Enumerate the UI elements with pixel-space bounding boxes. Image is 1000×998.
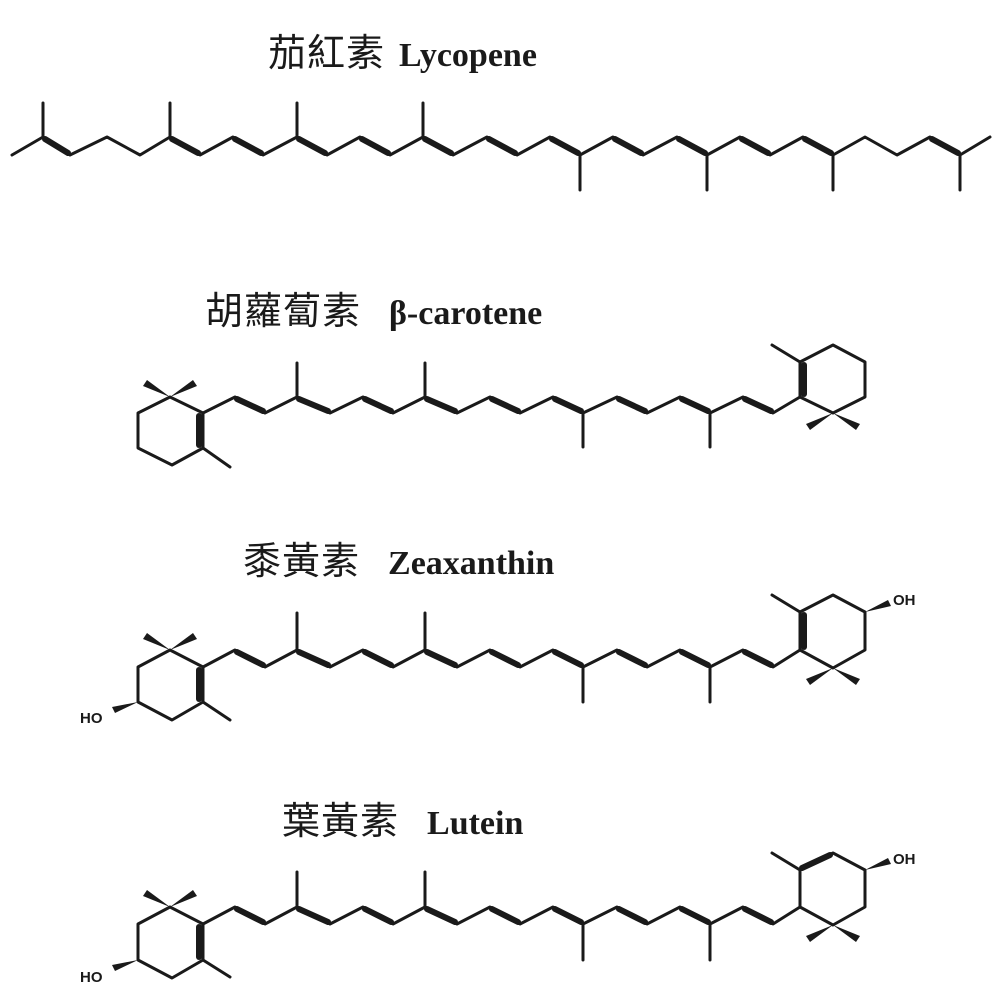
lycopene-title: 茄紅素 Lycopene xyxy=(268,22,537,77)
beta-carotene-title: 胡蘿蔔素 β-carotene xyxy=(205,280,542,335)
beta-carotene-name-zh: 胡蘿蔔素 xyxy=(205,289,362,333)
zeaxanthin-ho-label: HO xyxy=(80,710,103,727)
beta-carotene-name-en: β-carotene xyxy=(389,295,543,332)
lutein-name-zh: 葉黃素 xyxy=(282,799,400,843)
zeaxanthin-name-en: Zeaxanthin xyxy=(388,545,555,582)
lutein-oh-label: OH xyxy=(893,851,916,868)
lutein-name-en: Lutein xyxy=(427,805,524,842)
zeaxanthin-title: 黍黃素 Zeaxanthin xyxy=(243,530,554,585)
zeaxanthin-name-zh: 黍黃素 xyxy=(243,539,361,583)
lycopene-structure xyxy=(10,101,992,192)
zeaxanthin-structure: HO OH xyxy=(80,592,916,727)
lutein-title: 葉黃素 Lutein xyxy=(282,790,523,845)
beta-carotene-structure xyxy=(136,343,867,469)
lutein-ho-label: HO xyxy=(80,969,103,986)
lycopene-name-zh: 茄紅素 xyxy=(268,31,386,75)
lycopene-name-en: Lycopene xyxy=(399,37,537,74)
lutein-structure: HO OH xyxy=(80,851,916,986)
zeaxanthin-oh-label: OH xyxy=(893,592,916,609)
